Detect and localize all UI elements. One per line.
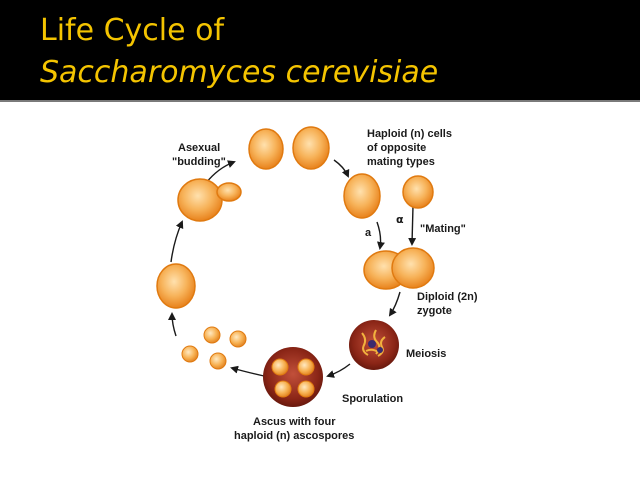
label-ascus-1: Ascus with four — [253, 416, 336, 428]
released-spore-1 — [203, 326, 221, 344]
released-spore-2 — [229, 330, 247, 348]
arrow-to-single-cell — [168, 312, 177, 337]
label-ascus-2: haploid (n) ascospores — [234, 430, 354, 442]
label-haploid-1: Haploid (n) cells — [367, 128, 452, 140]
label-meiosis: Meiosis — [406, 348, 446, 360]
released-spore-4 — [209, 352, 227, 370]
slide-title-line-1: Life Cycle of — [40, 13, 225, 48]
top-cell-left — [248, 128, 284, 170]
arrow-to-meiosis — [388, 291, 401, 317]
arrow-to-spores — [230, 365, 265, 377]
arrow-mating-alpha — [408, 205, 417, 246]
haploid-cell-a — [343, 173, 381, 219]
label-haploid-3: mating types — [367, 156, 435, 168]
haploid-cell-alpha — [402, 175, 434, 209]
label-asexual: Asexual — [178, 142, 220, 154]
arrow-to-haploid — [333, 159, 350, 178]
arrow-mating-a — [376, 221, 385, 250]
label-budding: "budding" — [172, 156, 226, 168]
label-haploid-2: of opposite — [367, 142, 426, 154]
arrow-to-budding — [170, 220, 184, 263]
label-mating: "Mating" — [420, 223, 466, 235]
meiosis-cell — [349, 320, 399, 370]
zygote-right — [391, 247, 435, 289]
budding-bud — [216, 182, 242, 202]
label-diploid: Diploid (2n) — [417, 291, 478, 303]
title-bar: Life Cycle of Saccharomyces cerevisiae — [0, 0, 640, 100]
single-haploid-cell — [156, 263, 196, 309]
released-spore-3 — [181, 345, 199, 363]
budding-mother-cell — [177, 178, 223, 222]
top-cell-right — [292, 126, 330, 170]
arrow-to-sporulation — [326, 363, 351, 378]
label-mating-type-a: a — [365, 227, 372, 239]
label-sporulation: Sporulation — [342, 393, 403, 405]
ascus — [263, 347, 323, 407]
slide-title-line-2: Saccharomyces cerevisiae — [40, 55, 439, 90]
label-zygote: zygote — [417, 305, 452, 317]
label-mating-type-alpha: α — [396, 213, 404, 226]
title-divider — [0, 100, 640, 102]
